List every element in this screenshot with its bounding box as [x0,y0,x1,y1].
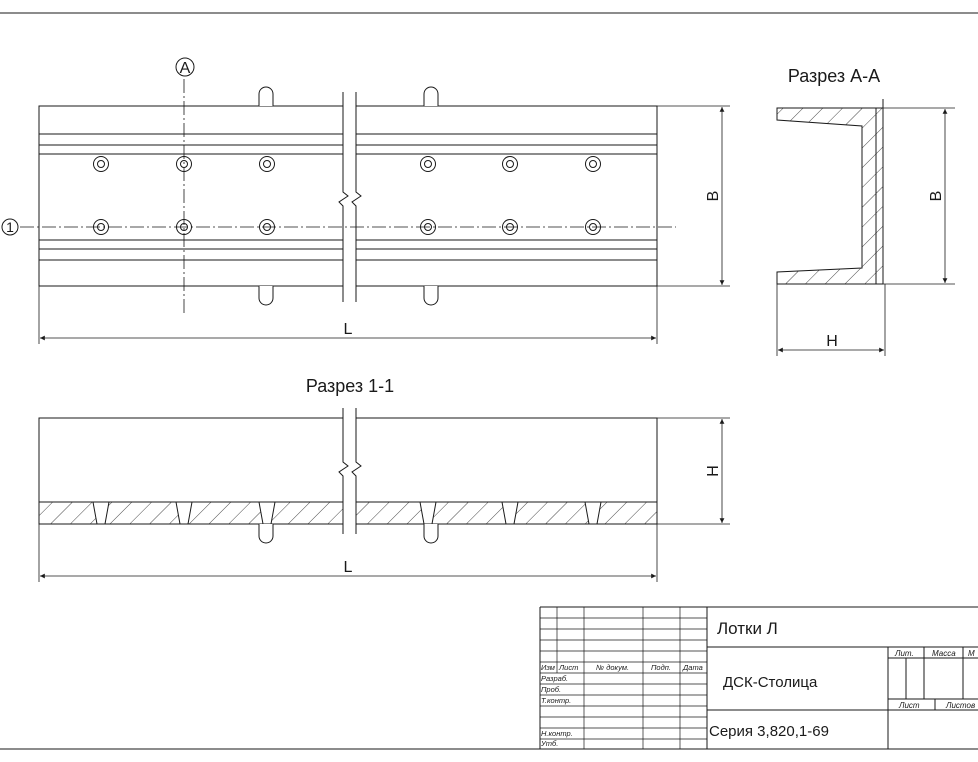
plan-lifting-loops [258,86,439,306]
section-a-profile [776,99,884,285]
axis-a-marker: A [175,57,195,77]
role-developed: Разраб. [541,674,568,683]
svg-text:1: 1 [6,219,14,235]
header-date: Дата [682,663,703,672]
header-doc: № докум. [596,663,629,672]
section-1-hole-cones [92,501,602,525]
plan-width-label: В [705,191,722,202]
sheet-frame [0,12,978,750]
svg-text:A: A [180,60,191,77]
section-a-dimensions [776,107,955,356]
section-1-dimensions [38,417,730,582]
section-a-width-label: В [928,191,945,202]
section-1-title: Разрез 1-1 [306,376,394,396]
header-list: Лист [558,663,578,672]
series-number: Серия 3,820,1-69 [709,723,829,740]
label-sheets: Листов [945,701,975,710]
section-1-height-label: Н [705,465,722,477]
section-1-length-label: L [344,559,353,576]
role-checked: Проб. [541,685,561,694]
header-izm: Изм [541,663,555,672]
plan-axis-lines [20,79,676,316]
label-lit: Лит. [894,649,914,658]
plan-dimensions [38,105,730,344]
label-scale: М [968,649,975,658]
section-a-title: Разрез А-А [788,66,880,86]
label-sheet: Лист [898,701,920,710]
header-sign: Подп. [651,663,671,672]
plan-break-lines [338,92,362,302]
company-name: ДСК-Столица [723,674,818,691]
axis-1-marker: 1 [1,218,19,236]
section-1-break-lines [338,408,362,534]
role-norm-control: Н.контр. [541,729,573,738]
role-tech-control: Т.контр. [541,696,571,705]
title-block-grid [539,606,978,749]
plan-length-label: L [344,321,353,338]
product-name: Лотки Л [717,619,778,638]
section-a-height-label: Н [826,333,838,350]
role-approved: Утб. [540,739,558,748]
label-mass: Масса [932,649,956,658]
section-1-lifting-loops [258,524,439,544]
